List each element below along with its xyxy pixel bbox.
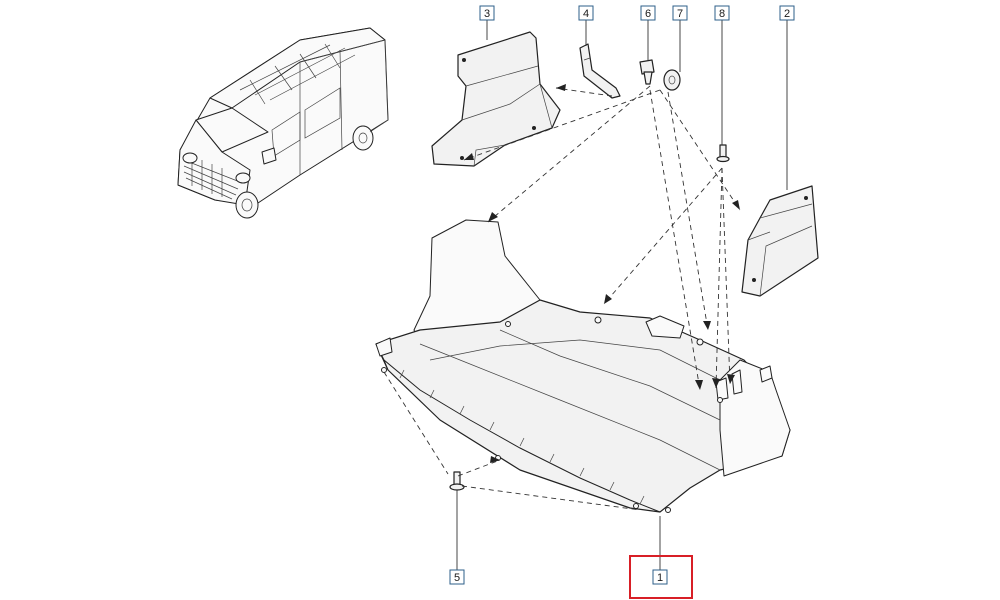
leader-lines (456, 20, 788, 570)
callout-2: 2 (779, 5, 795, 21)
underbody-shield-part-1 (375, 219, 791, 513)
highlight-box-callout-1 (629, 555, 693, 599)
svg-text:3: 3 (484, 8, 490, 20)
pushpin-part-5 (449, 471, 465, 491)
svg-text:5: 5 (454, 572, 460, 584)
assembly-dashed-lines (383, 85, 741, 511)
bolt-part-6 (639, 59, 655, 85)
svg-text:7: 7 (677, 8, 683, 20)
bracket-part-3 (431, 31, 561, 167)
svg-text:4: 4 (583, 8, 589, 20)
washer-part-7 (663, 69, 681, 91)
svg-text:8: 8 (719, 8, 725, 20)
van-thumbnail (177, 27, 389, 219)
clip-part-4 (579, 43, 621, 99)
callout-6: 6 (640, 5, 656, 21)
rivet-part-8 (716, 144, 730, 163)
callout-7: 7 (672, 5, 688, 21)
svg-text:1: 1 (657, 572, 663, 584)
svg-text:2: 2 (784, 8, 790, 20)
callout-4: 4 (578, 5, 594, 21)
assembly-arrowheads (464, 84, 740, 463)
callout-5: 5 (449, 569, 465, 585)
callout-3: 3 (479, 5, 495, 21)
bracket-part-2 (741, 185, 819, 297)
svg-text:6: 6 (645, 8, 651, 20)
callout-1: 1 (652, 569, 668, 585)
callout-8: 8 (714, 5, 730, 21)
